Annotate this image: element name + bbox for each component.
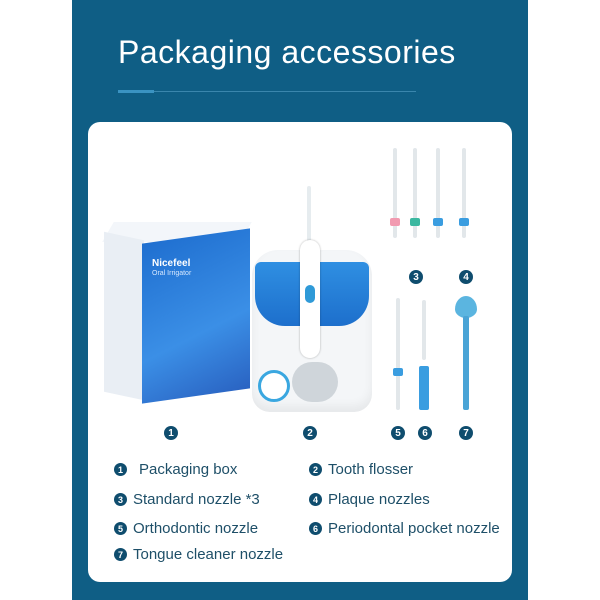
legend-item-tooth-flosser: 2 Tooth flosser (309, 461, 413, 478)
label-badge-3: 3 (409, 270, 423, 284)
label-badge-7: 7 (459, 426, 473, 440)
legend-item-periodontal-nozzle: 6 Periodontal pocket nozzle (309, 520, 500, 537)
legend-item-standard-nozzle: 3 Standard nozzle *3 (114, 491, 260, 508)
label-badge-2: 2 (303, 426, 317, 440)
page-title: Packaging accessories (118, 34, 456, 70)
pressure-dial (258, 370, 290, 402)
title-divider-accent (118, 90, 154, 93)
title-divider (118, 91, 416, 92)
label-badge-5: 5 (391, 426, 405, 440)
legend-item-tongue-cleaner: 7 Tongue cleaner nozzle (114, 546, 283, 563)
legend-item-orthodontic-nozzle: 5 Orthodontic nozzle (114, 520, 258, 537)
label-badge-4: 4 (459, 270, 473, 284)
legend-item-plaque-nozzles: 4 Plaque nozzles (309, 491, 430, 508)
box-subtitle: Oral Irrigator (152, 270, 192, 277)
label-badge-6: 6 (418, 426, 432, 440)
box-brand: Nicefeel (152, 258, 191, 269)
legend-item-packaging-box: 1 Packaging box (114, 461, 237, 478)
label-badge-1: 1 (164, 426, 178, 440)
